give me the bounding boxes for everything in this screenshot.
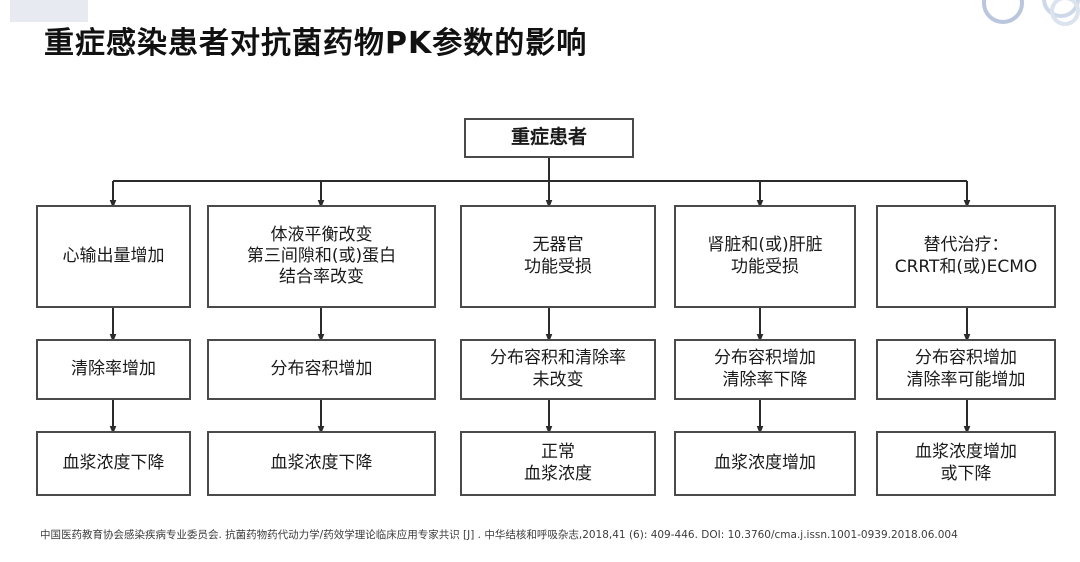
node-col4-stage3[interactable]: 血浆浓度增加 [674, 431, 856, 496]
corner-placeholder-block [10, 0, 88, 22]
node-col1-stage2[interactable]: 清除率增加 [36, 339, 191, 400]
citation-text: 中国医药教育协会感染疾病专业委员会. 抗菌药物药代动力学/药效学理论临床应用专家… [40, 529, 958, 541]
node-col5-stage2[interactable]: 分布容积增加 清除率可能增加 [876, 339, 1056, 400]
node-col2-stage2[interactable]: 分布容积增加 [207, 339, 436, 400]
page-title: 重症感染患者对抗菌药物PK参数的影响 [44, 26, 588, 61]
node-col5-stage1[interactable]: 替代治疗： CRRT和(或)ECMO [876, 205, 1056, 308]
node-col2-stage1[interactable]: 体液平衡改变 第三间隙和(或)蛋白 结合率改变 [207, 205, 436, 308]
node-col3-stage1[interactable]: 无器官 功能受损 [460, 205, 656, 308]
node-col2-stage3[interactable]: 血浆浓度下降 [207, 431, 436, 496]
node-col3-stage2[interactable]: 分布容积和清除率 未改变 [460, 339, 656, 400]
node-col3-stage3[interactable]: 正常 血浆浓度 [460, 431, 656, 496]
node-col4-stage1[interactable]: 肾脏和(或)肝脏 功能受损 [674, 205, 856, 308]
node-col1-stage3[interactable]: 血浆浓度下降 [36, 431, 191, 496]
node-col1-stage1[interactable]: 心输出量增加 [36, 205, 191, 308]
node-root[interactable]: 重症患者 [464, 118, 634, 158]
node-col5-stage3[interactable]: 血浆浓度增加 或下降 [876, 431, 1056, 496]
node-col4-stage2[interactable]: 分布容积增加 清除率下降 [674, 339, 856, 400]
logo-arc-icon [1050, 0, 1080, 26]
